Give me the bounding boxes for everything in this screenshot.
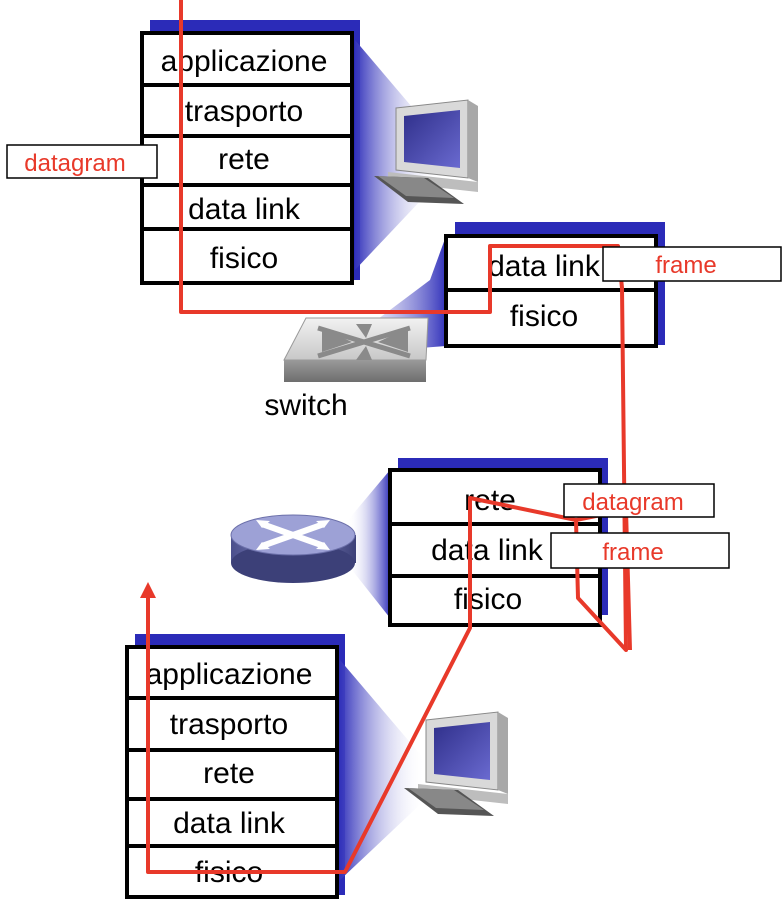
label-frame-switch: frame <box>602 246 782 282</box>
label-datagram-router: datagram <box>563 483 715 518</box>
stack-shadow <box>455 222 665 235</box>
svg-text:frame: frame <box>602 539 663 566</box>
path-segment <box>146 0 628 874</box>
layer-fisico: fisico <box>210 242 278 275</box>
switch-label: switch <box>264 389 347 422</box>
svg-text:frame: frame <box>655 252 716 279</box>
layer-rete: rete <box>218 143 270 176</box>
desktop-computer-icon <box>404 711 508 816</box>
router-icon <box>230 514 356 583</box>
layer-applicazione: applicazione <box>146 658 313 691</box>
layer-data-link: data link <box>488 250 601 283</box>
host-top: applicazione trasporto rete data link fi… <box>140 20 478 285</box>
arrowhead-up-icon <box>140 582 156 598</box>
layer-rete: rete <box>203 757 255 790</box>
host-bottom: applicazione trasporto rete data link fi… <box>125 634 508 899</box>
switch-device: data link fisico switch <box>264 222 665 422</box>
layer-fisico: fisico <box>510 300 578 333</box>
layer-data-link: data link <box>173 807 286 840</box>
label-frame-router: frame <box>550 532 730 569</box>
label-datagram-host: datagram <box>6 144 158 179</box>
layer-applicazione: applicazione <box>161 45 328 78</box>
svg-text:datagram: datagram <box>24 150 125 177</box>
layer-data-link: data link <box>431 534 544 567</box>
device-connector-cone <box>340 660 425 880</box>
protocol-stack <box>125 645 339 899</box>
stack-shadow <box>135 634 345 648</box>
layer-fisico: fisico <box>454 583 522 616</box>
protocol-stack <box>140 31 354 285</box>
layer-trasporto: trasporto <box>170 708 288 741</box>
layer-trasporto: trasporto <box>185 95 303 128</box>
device-connector-cone <box>348 470 390 618</box>
layer-data-link: data link <box>188 193 301 226</box>
svg-text:datagram: datagram <box>582 489 683 516</box>
desktop-computer-icon <box>374 99 478 204</box>
ethernet-switch-icon <box>283 317 429 382</box>
